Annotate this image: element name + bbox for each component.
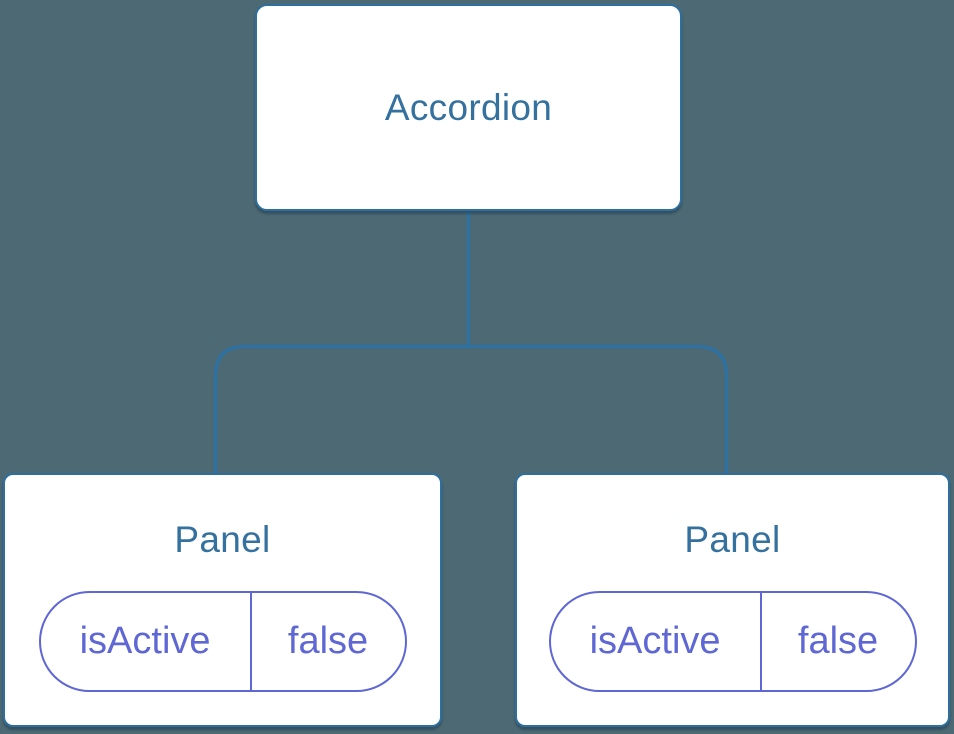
state-pill: isActive false <box>548 591 917 692</box>
panel-node-right: Panel isActive false <box>515 473 950 727</box>
accordion-node: Accordion <box>255 4 682 211</box>
panel-node-left: Panel isActive false <box>3 473 442 727</box>
accordion-node-label: Accordion <box>384 86 553 128</box>
connector-bracket <box>213 344 729 474</box>
state-value-cell: false <box>762 593 915 690</box>
state-key-label: isActive <box>589 620 721 662</box>
state-key-cell: isActive <box>41 593 252 690</box>
panel-node-label: Panel <box>684 519 781 560</box>
state-value-label: false <box>287 620 369 662</box>
state-key-label: isActive <box>79 620 211 662</box>
state-value-cell: false <box>252 593 405 690</box>
panel-node-label: Panel <box>174 519 271 560</box>
state-pill: isActive false <box>38 591 407 692</box>
state-value-label: false <box>797 620 879 662</box>
state-key-cell: isActive <box>551 593 762 690</box>
